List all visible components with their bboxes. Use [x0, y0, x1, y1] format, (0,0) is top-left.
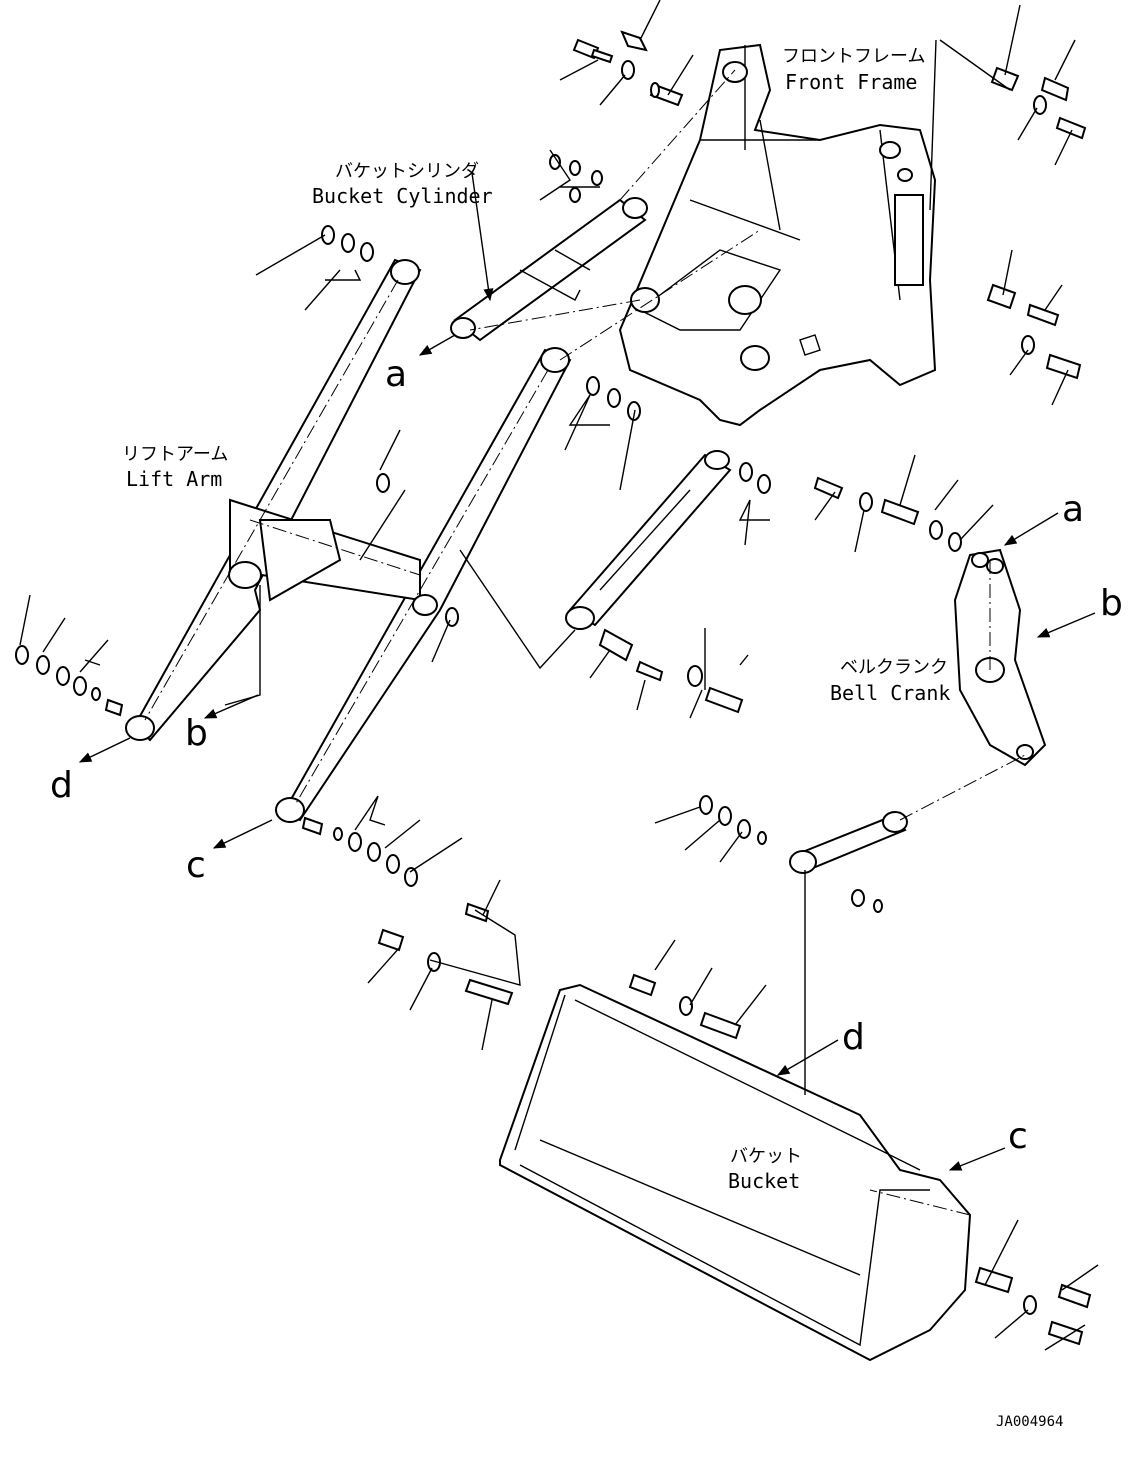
lift-arm-label: リフトアーム Lift Arm [122, 444, 228, 491]
ref-letter-d-left: d [50, 765, 73, 806]
bucket-label-en: Bucket [728, 1169, 800, 1193]
bell-crank-label-en: Bell Crank [830, 681, 950, 705]
front-frame-label-ja: フロントフレーム [782, 46, 925, 67]
reference-letters: a a b b d c d c [50, 354, 1123, 1157]
leader-lines [19, 0, 1099, 1351]
ref-letter-b-right: b [1100, 583, 1123, 624]
reference-arrows [78, 172, 1096, 1171]
ref-letter-a-left: a [385, 354, 407, 395]
bell-crank-label: ベルクランク Bell Crank [830, 657, 950, 705]
lift-arm-hardware [15, 225, 459, 887]
bucket [377, 902, 1092, 1362]
ref-letter-a-right: a [1062, 489, 1084, 530]
bucket-label: バケット Bucket [728, 1146, 802, 1193]
bucket-label-ja: バケット [730, 1146, 802, 1167]
bucket-cylinder-label: バケットシリンダ Bucket Cylinder [312, 161, 493, 208]
ref-letter-c-left: c [186, 845, 206, 886]
ref-letter-b-left: b [185, 713, 208, 754]
front-frame [618, 43, 937, 427]
bucket-cylinder-label-ja: バケットシリンダ [335, 161, 479, 182]
lift-cylinder [565, 376, 771, 714]
lift-arm-label-ja: リフトアーム [122, 444, 228, 465]
ref-letter-d-bucket: d [842, 1017, 865, 1058]
lift-arm-label-en: Lift Arm [126, 467, 222, 491]
bell-crank [813, 476, 1047, 767]
bucket-cylinder-label-en: Bucket Cylinder [312, 184, 493, 208]
drawing-id: JA004964 [996, 1414, 1063, 1430]
frame-top-pins [572, 30, 1087, 380]
lift-arm [125, 258, 572, 823]
bucket-link [699, 795, 908, 913]
front-frame-label: フロントフレーム Front Frame [782, 46, 925, 94]
bucket-cylinder [450, 154, 648, 342]
front-frame-label-en: Front Frame [785, 70, 917, 94]
center-lines [144, 69, 1026, 1216]
ref-letter-c-bucket: c [1008, 1116, 1028, 1157]
bell-crank-label-ja: ベルクランク [840, 657, 948, 678]
